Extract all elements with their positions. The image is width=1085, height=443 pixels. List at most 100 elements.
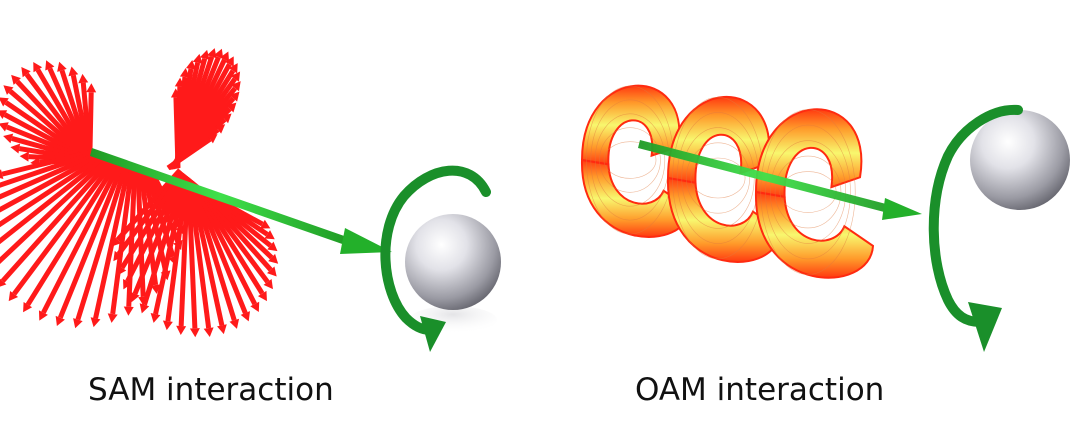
- helix-grid-line: [765, 124, 851, 260]
- field-vector-head: [0, 169, 4, 179]
- field-vector-head: [185, 60, 196, 70]
- field-vector: [35, 68, 89, 155]
- field-vector-head: [176, 325, 187, 335]
- helix-grid-line: [690, 157, 746, 199]
- field-vector-head: [78, 73, 89, 84]
- field-vector-head: [264, 230, 275, 240]
- field-vector-head: [0, 122, 9, 132]
- field-vector-head: [203, 327, 214, 337]
- helix-grid-line: [774, 155, 842, 229]
- oam-rotation-arrowhead: [968, 302, 1002, 352]
- field-vector: [132, 172, 187, 295]
- field-vector-head: [226, 102, 237, 113]
- field-vector: [153, 175, 189, 315]
- field-vector-head: [3, 133, 14, 144]
- field-vector: [125, 171, 186, 283]
- field-vector-head: [90, 317, 101, 328]
- field-vector: [178, 177, 191, 327]
- field-vector: [47, 67, 90, 154]
- field-vector-head: [250, 301, 260, 313]
- field-vector: [0, 153, 105, 228]
- field-vector: [0, 151, 99, 200]
- sam-particle: [405, 214, 501, 310]
- field-vector-head: [150, 284, 161, 294]
- field-vector-head: [113, 250, 123, 262]
- field-vector-head: [8, 290, 19, 302]
- field-vector: [57, 161, 126, 319]
- field-vector-head: [23, 301, 33, 313]
- field-vector-head: [139, 303, 150, 314]
- field-vector: [41, 160, 123, 314]
- field-vector-head: [207, 134, 218, 144]
- helical-wavefront: [580, 84, 875, 279]
- sam-propagation-axis: [90, 148, 392, 254]
- field-vector-head: [179, 68, 190, 78]
- oam-panel: [580, 84, 1070, 352]
- helix-grid-line: [769, 140, 846, 244]
- oam-rotation-arrow: [928, 104, 1023, 352]
- field-vector-head: [192, 53, 203, 64]
- field-vector-head: [221, 113, 232, 124]
- field-vector-head: [229, 91, 240, 102]
- field-vector-head: [57, 61, 67, 72]
- field-vector-head: [55, 315, 65, 327]
- field-vector-head: [162, 320, 173, 331]
- field-vector-head: [207, 48, 217, 59]
- field-vector: [1, 149, 93, 177]
- field-vector: [12, 158, 117, 296]
- field-vector-head: [73, 318, 83, 329]
- field-vector-head: [260, 219, 271, 229]
- field-vector-head: [266, 266, 277, 277]
- field-vector-head: [199, 49, 210, 60]
- sam-caption: SAM interaction: [88, 372, 334, 408]
- helix-grid-line: [760, 109, 856, 275]
- oam-propagation-axis: [638, 140, 922, 220]
- helix-grid-line: [603, 141, 657, 179]
- field-vector: [0, 152, 102, 213]
- field-vector: [189, 180, 237, 321]
- field-vector-head: [231, 81, 241, 92]
- field-vector: [93, 163, 132, 319]
- field-vector-head: [0, 278, 7, 287]
- sam-rotation-arrowhead: [420, 316, 446, 352]
- field-vector-head: [257, 290, 267, 302]
- field-vector-head: [3, 85, 14, 95]
- field-vector: [165, 176, 190, 322]
- field-vector-head: [225, 56, 234, 67]
- spin-field-vectors: [0, 48, 279, 338]
- field-vector-head: [268, 253, 279, 264]
- field-vector: [0, 150, 96, 188]
- field-vector: [15, 79, 88, 157]
- field-vector: [142, 174, 188, 306]
- field-vector: [186, 178, 198, 329]
- field-vector: [75, 162, 129, 321]
- field-vector-head: [11, 74, 21, 85]
- field-vector-head: [130, 291, 140, 303]
- field-vector-head: [240, 311, 250, 322]
- sam-axis-arrowhead: [340, 228, 392, 254]
- field-vector-head: [0, 97, 9, 107]
- field-vector-head: [33, 62, 43, 73]
- field-vector-head: [21, 66, 31, 78]
- field-vector-head: [107, 313, 118, 323]
- field-vector-head: [267, 241, 278, 252]
- field-vector-head: [219, 51, 230, 62]
- field-vector-head: [123, 279, 132, 290]
- sam-panel: [0, 48, 501, 352]
- oam-axis-arrowhead: [882, 198, 922, 220]
- field-vector-head: [10, 143, 21, 154]
- field-vector: [188, 179, 225, 326]
- field-vector-head: [213, 48, 224, 59]
- field-vector: [4, 100, 86, 159]
- field-vector-head: [123, 306, 134, 316]
- field-vector-head: [0, 110, 8, 120]
- field-vector-head: [68, 66, 79, 77]
- field-vector-head: [228, 63, 238, 74]
- field-vector-head: [117, 265, 127, 276]
- field-vector: [24, 72, 89, 156]
- field-vector: [25, 159, 120, 306]
- helix-turn-upper: [754, 108, 863, 199]
- field-vector-head: [217, 324, 227, 335]
- field-vector-head: [229, 318, 240, 329]
